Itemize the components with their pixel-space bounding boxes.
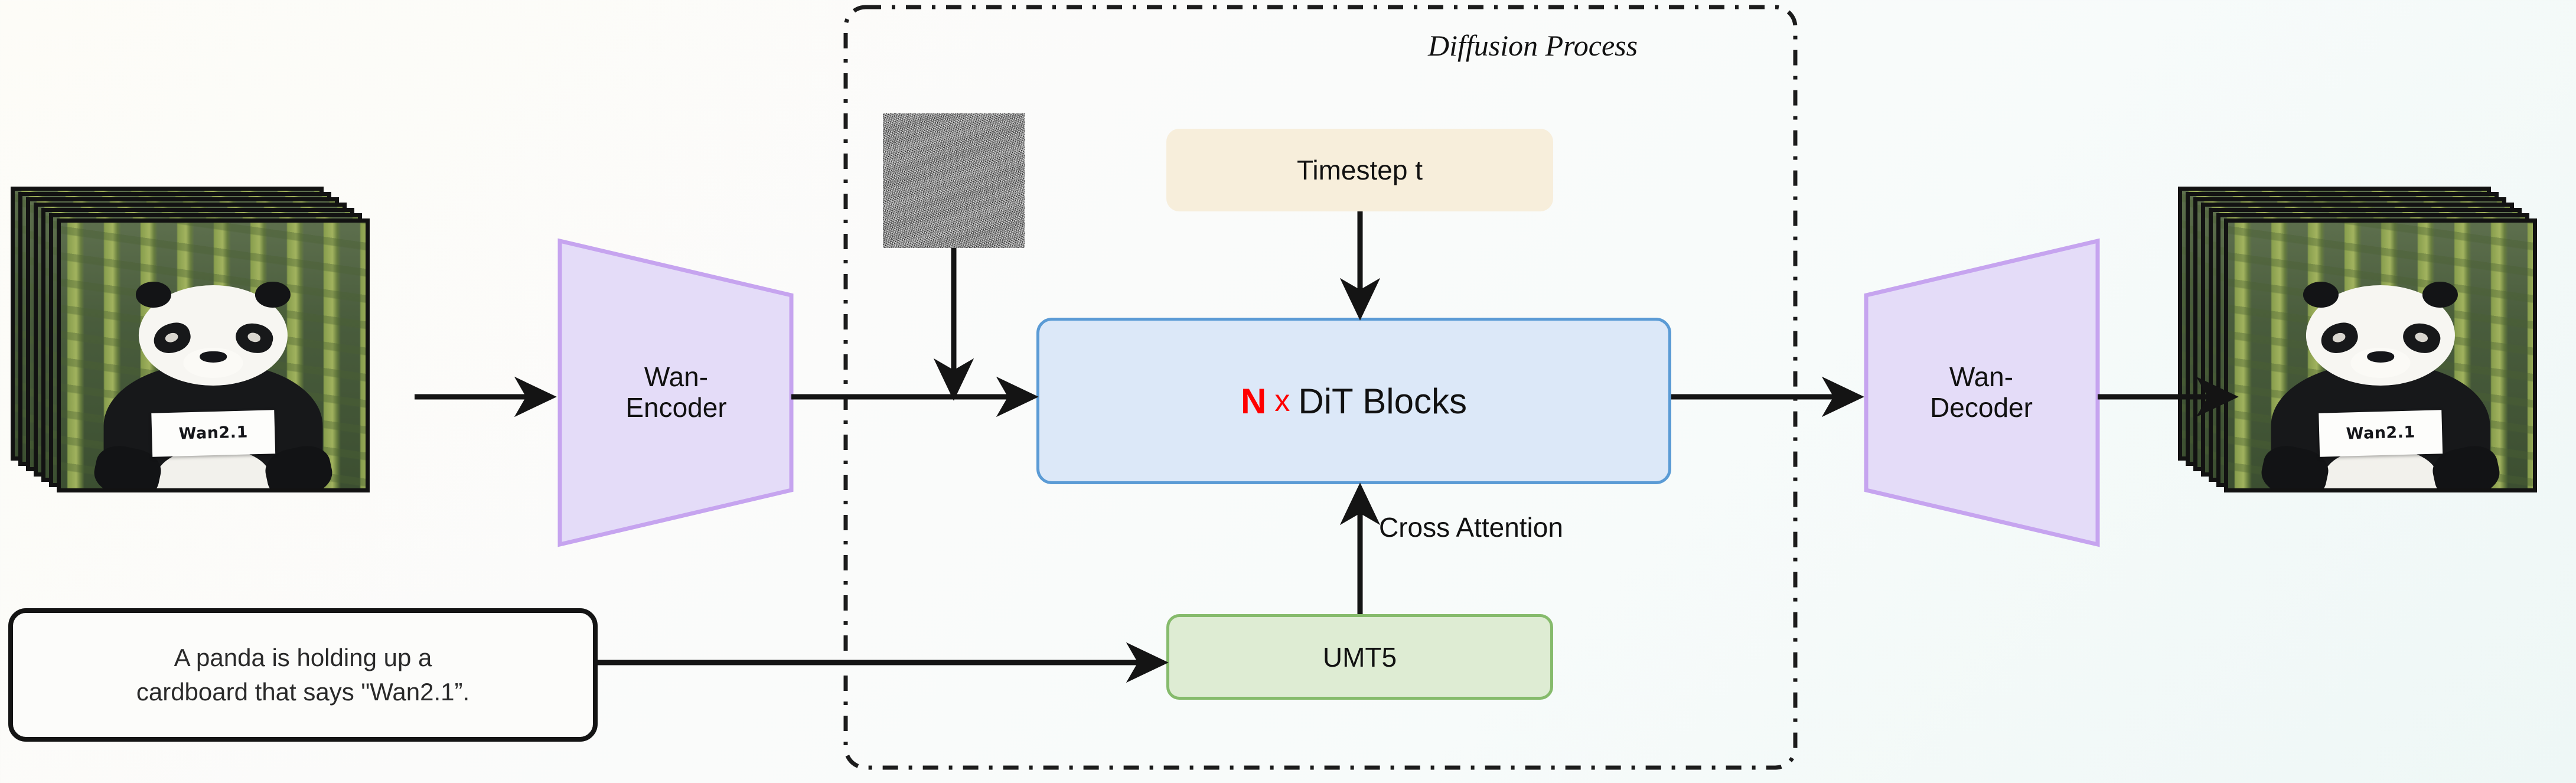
wan-decoder-label: Wan- Decoder xyxy=(1930,362,2033,423)
encoder-line-1: Wan- xyxy=(644,361,709,393)
panda-sign: Wan2.1 xyxy=(2319,410,2443,457)
decoder-line-2: Decoder xyxy=(1930,392,2033,423)
encoder-line-2: Encoder xyxy=(625,392,727,423)
wan-decoder-node[interactable]: Wan- Decoder xyxy=(1860,236,2102,549)
dit-count: N xyxy=(1241,381,1267,421)
input-video-frames: Wan2.1 xyxy=(11,187,424,517)
panda-illustration: Wan2.1 xyxy=(2258,281,2503,488)
panda-sign-text: Wan2.1 xyxy=(178,423,248,444)
diffusion-process-label: Diffusion Process xyxy=(1428,29,1638,62)
panda-sign-text: Wan2.1 xyxy=(2346,423,2415,444)
dit-multiply-symbol: x xyxy=(1274,384,1290,418)
decoder-line-1: Wan- xyxy=(1949,361,2014,393)
wan-encoder-label: Wan- Encoder xyxy=(625,362,726,423)
timestep-node[interactable]: Timestep t xyxy=(1166,129,1553,211)
umt5-label: UMT5 xyxy=(1322,641,1397,673)
prompt-line-1: A panda is holding up a xyxy=(174,644,432,671)
umt5-node[interactable]: UMT5 xyxy=(1166,614,1553,700)
output-video-frames: Wan2.1 xyxy=(2178,187,2576,517)
panda-sign: Wan2.1 xyxy=(151,410,275,457)
wan-encoder-node[interactable]: Wan- Encoder xyxy=(555,236,797,549)
cross-attention-label: Cross Attention xyxy=(1379,512,1563,543)
timestep-label: Timestep t xyxy=(1296,155,1423,185)
dit-blocks-label: DiT Blocks xyxy=(1298,381,1467,421)
video-frame-front: Wan2.1 xyxy=(57,218,370,492)
prompt-textbox[interactable]: A panda is holding up a cardboard that s… xyxy=(8,608,598,742)
dit-blocks-node[interactable]: N x DiT Blocks xyxy=(1036,318,1671,484)
prompt-line-2: cardboard that says "Wan2.1”. xyxy=(136,678,470,706)
decoder-shape xyxy=(1864,238,2100,547)
gaussian-noise-latent xyxy=(883,113,1025,248)
encoder-shape xyxy=(557,238,794,547)
panda-illustration: Wan2.1 xyxy=(90,281,336,488)
video-frame-front: Wan2.1 xyxy=(2224,218,2537,492)
